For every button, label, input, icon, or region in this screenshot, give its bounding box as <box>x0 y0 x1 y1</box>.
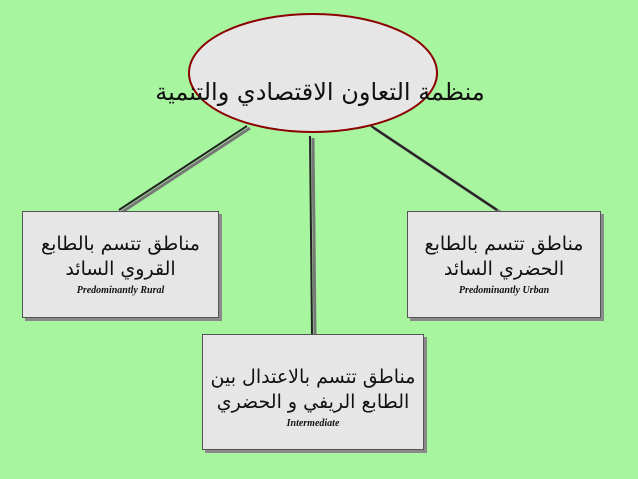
intermediate-arabic-line2: الطابع الريفي و الحضري <box>216 391 410 413</box>
rural-arabic-line1: مناطق تتسم بالطابع <box>40 233 200 255</box>
urban-arabic-line2: الحضري السائد <box>443 258 565 280</box>
oecd-ellipse <box>188 13 438 133</box>
urban-english-label: Predominantly Urban <box>458 285 550 296</box>
connector-to-urban <box>370 125 498 211</box>
rural-english-label: Predominantly Rural <box>76 285 165 296</box>
node-predominantly-urban: مناطق تتسم بالطابع الحضري السائد Predomi… <box>407 211 601 318</box>
intermediate-english-label: Intermediate <box>286 418 340 429</box>
oecd-title: منظمة التعاون الاقتصادي والتنمية <box>155 78 485 106</box>
connector-to-intermediate <box>309 135 313 335</box>
intermediate-arabic-line1: مناطق تتسم بالاعتدال بين <box>210 366 416 388</box>
node-intermediate: مناطق تتسم بالاعتدال بين الطابع الريفي و… <box>202 334 424 450</box>
node-predominantly-rural: مناطق تتسم بالطابع القروي السائد Predomi… <box>22 211 219 318</box>
rural-arabic-line2: القروي السائد <box>65 258 176 280</box>
urban-arabic-line1: مناطق تتسم بالطابع <box>424 233 584 255</box>
connector-to-rural <box>118 125 248 211</box>
